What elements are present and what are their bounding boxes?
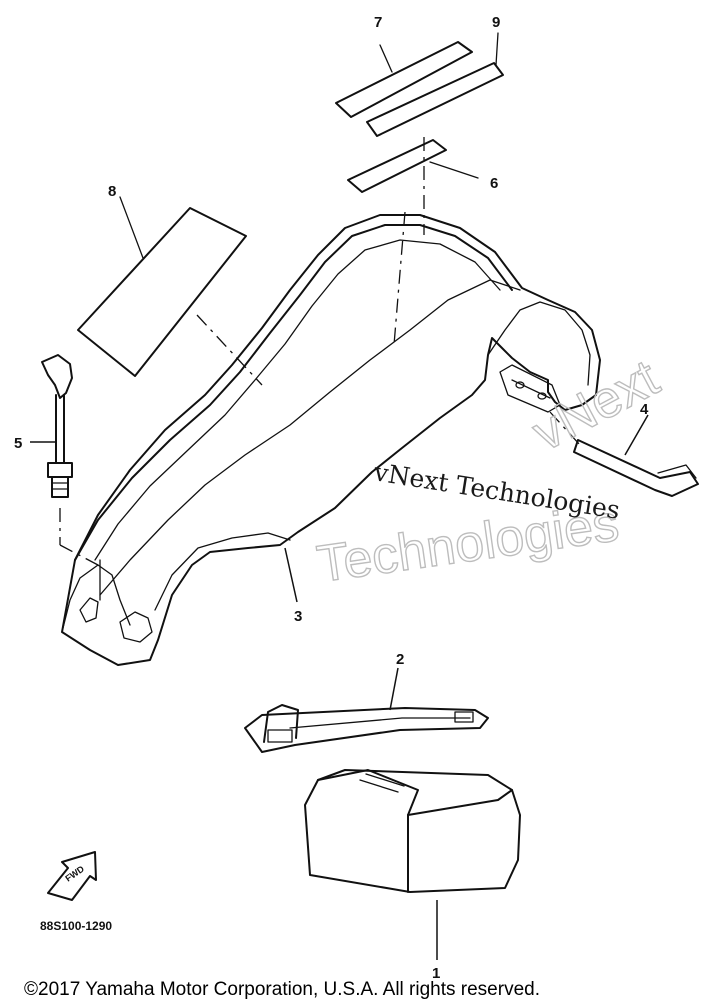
part-3-body-cover: [61, 214, 601, 666]
callout-3: 3: [294, 608, 302, 625]
callout-8: 8: [108, 183, 116, 200]
callout-6: 6: [490, 175, 498, 192]
copyright-notice: ©2017 Yamaha Motor Corporation, U.S.A. A…: [24, 979, 540, 1000]
alignment-line: [393, 211, 406, 346]
callout-1: 1: [432, 965, 440, 982]
part-2-battery-band: [244, 667, 489, 753]
callout-5: 5: [14, 435, 22, 452]
part-4-strap: [549, 411, 699, 497]
callout-9: 9: [492, 14, 500, 31]
part-8-decal: [77, 196, 263, 386]
part-7-decal: [335, 41, 473, 118]
callout-7: 7: [374, 14, 382, 31]
forward-arrow-icon: FWD: [47, 851, 97, 901]
part-6-decal: [347, 139, 479, 193]
part-1-battery: [304, 769, 521, 960]
part-9-decal: [366, 32, 504, 137]
watermark-outline-vnext: vNext: [523, 349, 668, 463]
part-5-fastener: [30, 354, 99, 566]
callout-2: 2: [396, 651, 404, 668]
drawing-code: 88S100-1290: [40, 919, 112, 933]
callout-4: 4: [640, 401, 649, 418]
